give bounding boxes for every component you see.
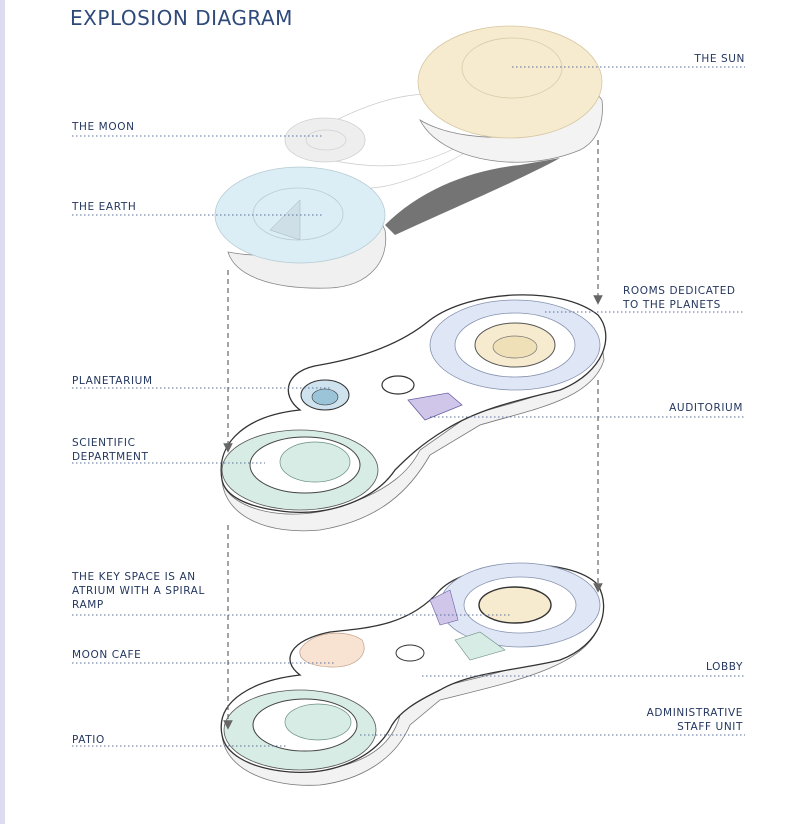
leader-lines [72, 66, 745, 747]
label-planetarium: PLANETARIUM [72, 375, 153, 387]
middle-floor [220, 294, 607, 532]
label-the-earth: THE EARTH [72, 201, 137, 213]
label-auditorium: AUDITORIUM [669, 402, 743, 414]
sun-disc [417, 25, 603, 139]
label-lobby: LOBBY [706, 661, 743, 673]
label-rooms-planets: ROOMS DEDICATED TO THE PLANETS [623, 285, 736, 311]
page-edge [0, 0, 5, 824]
label-atrium-spiral-ramp: THE KEY SPACE IS AN ATRIUM WITH A SPIRAL… [72, 571, 205, 611]
page-title: EXPLOSION DIAGRAM [70, 6, 293, 30]
label-scientific-department: SCIENTIFIC DEPARTMENT [72, 437, 149, 463]
label-the-moon: THE MOON [72, 121, 135, 133]
moon-disc [284, 117, 366, 163]
label-admin-staff-unit: ADMINISTRATIVE STAFF UNIT [646, 707, 743, 733]
label-patio: PATIO [72, 734, 105, 746]
label-the-sun: THE SUN [694, 53, 745, 65]
label-moon-cafe: MOON CAFE [72, 649, 142, 661]
ground-floor [220, 562, 605, 786]
explosion-arrows [223, 140, 603, 730]
roof-level [214, 25, 603, 289]
